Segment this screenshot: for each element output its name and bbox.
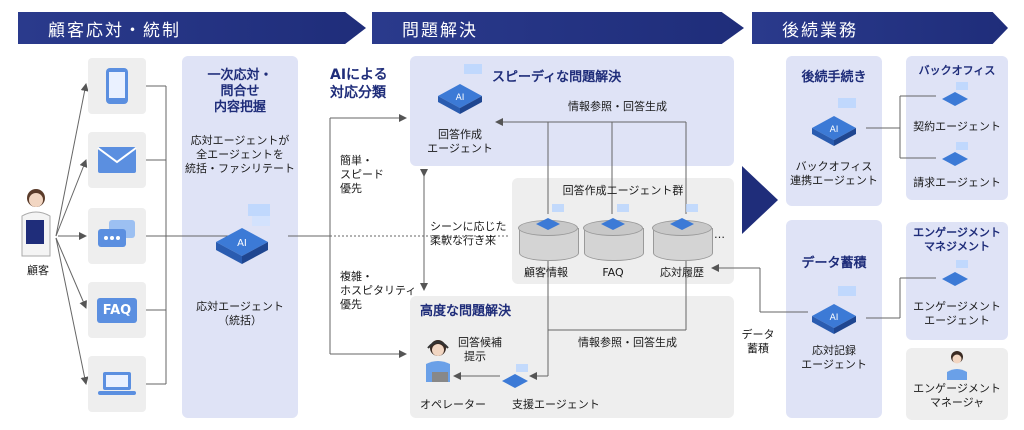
speedy-ref-label: 情報参照・回答生成 <box>568 100 667 113</box>
billing-agent-label: 請求エージェント <box>913 176 1001 189</box>
first-response-desc-2: 全エージェントを <box>196 148 284 161</box>
banner-followup: 後続業務 <box>752 12 1008 44</box>
backoffice-agent-icon: AI <box>812 98 856 146</box>
group-ellipsis: … <box>714 228 725 241</box>
record-agent-label-2: エージェント <box>801 358 867 371</box>
answer-agent-label-1: 回答作成 <box>438 128 482 141</box>
followup-title: 後続手続き <box>801 70 867 85</box>
laptop-icon <box>98 372 136 395</box>
first-response-desc-1: 応対エージェントが <box>190 134 290 147</box>
first-response-title-3: 内容把握 <box>213 100 266 115</box>
branch-simple-2: スピード <box>340 168 384 181</box>
answer-agent-icon: AI <box>438 64 482 114</box>
suggest-label-2: 提示 <box>464 350 486 363</box>
customer-icon <box>21 189 51 257</box>
ai-classify-title-2: 対応分類 <box>330 85 386 101</box>
svg-text:AI: AI <box>456 93 465 103</box>
data-store-label-1: データ <box>741 328 775 341</box>
response-agent-label-2: （統括） <box>218 314 262 327</box>
banner-customer-label: 顧客応対・統制 <box>48 20 181 41</box>
faq-icon-text: FAQ <box>102 302 132 318</box>
manager-label-1: エンゲージメント <box>913 382 1001 395</box>
branch-complex-1: 複雑・ <box>340 270 373 283</box>
svg-text:AI: AI <box>830 125 839 135</box>
branch-simple-1: 簡単・ <box>340 154 373 167</box>
laptop-channel[interactable] <box>88 356 146 412</box>
suggest-label-1: 回答候補 <box>458 336 502 349</box>
data-store-label-2: 蓄積 <box>747 342 769 355</box>
smartphone-icon <box>106 68 128 104</box>
response-agent-icon: AI <box>216 204 270 264</box>
customer-label: 顧客 <box>27 264 49 277</box>
engagement-agent-icon <box>942 260 968 286</box>
agent-group-title: 回答作成エージェント群 <box>562 184 684 197</box>
contract-agent-icon <box>942 82 968 106</box>
backoffice-agent-label-1: バックオフィス <box>795 160 873 173</box>
first-response-title-1: 一次応対・ <box>207 68 273 83</box>
engagement-title-1: エンゲージメント <box>913 226 1001 239</box>
engagement-title-2: マネジメント <box>924 240 990 253</box>
first-response-title-2: 問合せ <box>220 84 260 99</box>
support-agent-label: 支援エージェント <box>512 398 600 411</box>
manager-label-2: マネージャ <box>929 396 985 409</box>
banner-followup-label: 後続業務 <box>782 20 858 41</box>
branch-complex-2: ホスピタリティ <box>340 284 417 297</box>
record-agent-label-1: 応対記録 <box>812 344 856 357</box>
backoffice-agent-label-2: 連携エージェント <box>790 174 878 187</box>
response-agent-label-1: 応対エージェント <box>196 300 284 313</box>
banner-customer: 顧客応対・統制 <box>18 12 366 44</box>
group-item-faq: FAQ <box>602 266 624 279</box>
faq-icon: FAQ <box>96 297 138 323</box>
branch-flexible-2: 柔軟な行き来 <box>430 234 496 247</box>
group-item-history: 応対履歴 <box>660 266 704 279</box>
branch-complex-3: 優先 <box>340 298 362 311</box>
faq-channel[interactable]: FAQ <box>88 282 146 338</box>
backoffice-title: バックオフィス <box>918 64 996 77</box>
mail-channel[interactable] <box>88 132 146 188</box>
speedy-title: スピーディな問題解決 <box>492 70 622 85</box>
advanced-panel <box>410 296 734 418</box>
operator-label: オペレーター <box>420 398 486 411</box>
engagement-agent-label-2: エージェント <box>924 314 990 327</box>
contract-agent-label: 契約エージェント <box>913 120 1001 133</box>
first-response-desc-3: 統括・ファシリテート <box>185 162 295 175</box>
backoffice-panel <box>906 56 1008 200</box>
operator-icon <box>426 340 450 382</box>
record-agent-icon: AI <box>812 286 856 334</box>
support-agent-icon <box>502 364 528 388</box>
chat-icon <box>98 220 135 247</box>
advanced-title: 高度な問題解決 <box>420 304 512 319</box>
branch-flexible-1: シーンに応じた <box>430 220 507 233</box>
accumulate-title: データ蓄積 <box>801 256 867 271</box>
branch-simple-3: 優先 <box>340 182 362 195</box>
mail-icon <box>97 147 137 173</box>
billing-agent-icon <box>942 142 968 166</box>
group-item-customer: 顧客情報 <box>524 266 568 279</box>
ai-classify-title-1: AIによる <box>330 67 388 83</box>
chat-channel[interactable] <box>88 208 146 264</box>
svg-text:AI: AI <box>237 238 247 249</box>
advanced-ref-label: 情報参照・回答生成 <box>578 336 677 349</box>
banner-problem: 問題解決 <box>372 12 744 44</box>
manager-icon <box>947 351 967 380</box>
engagement-agent-label-1: エンゲージメント <box>913 300 1001 313</box>
group-chips <box>536 204 698 230</box>
banner-problem-label: 問題解決 <box>402 20 478 41</box>
smartphone-channel[interactable] <box>88 58 146 114</box>
svg-text:AI: AI <box>830 313 839 323</box>
answer-agent-label-2: エージェント <box>427 142 493 155</box>
